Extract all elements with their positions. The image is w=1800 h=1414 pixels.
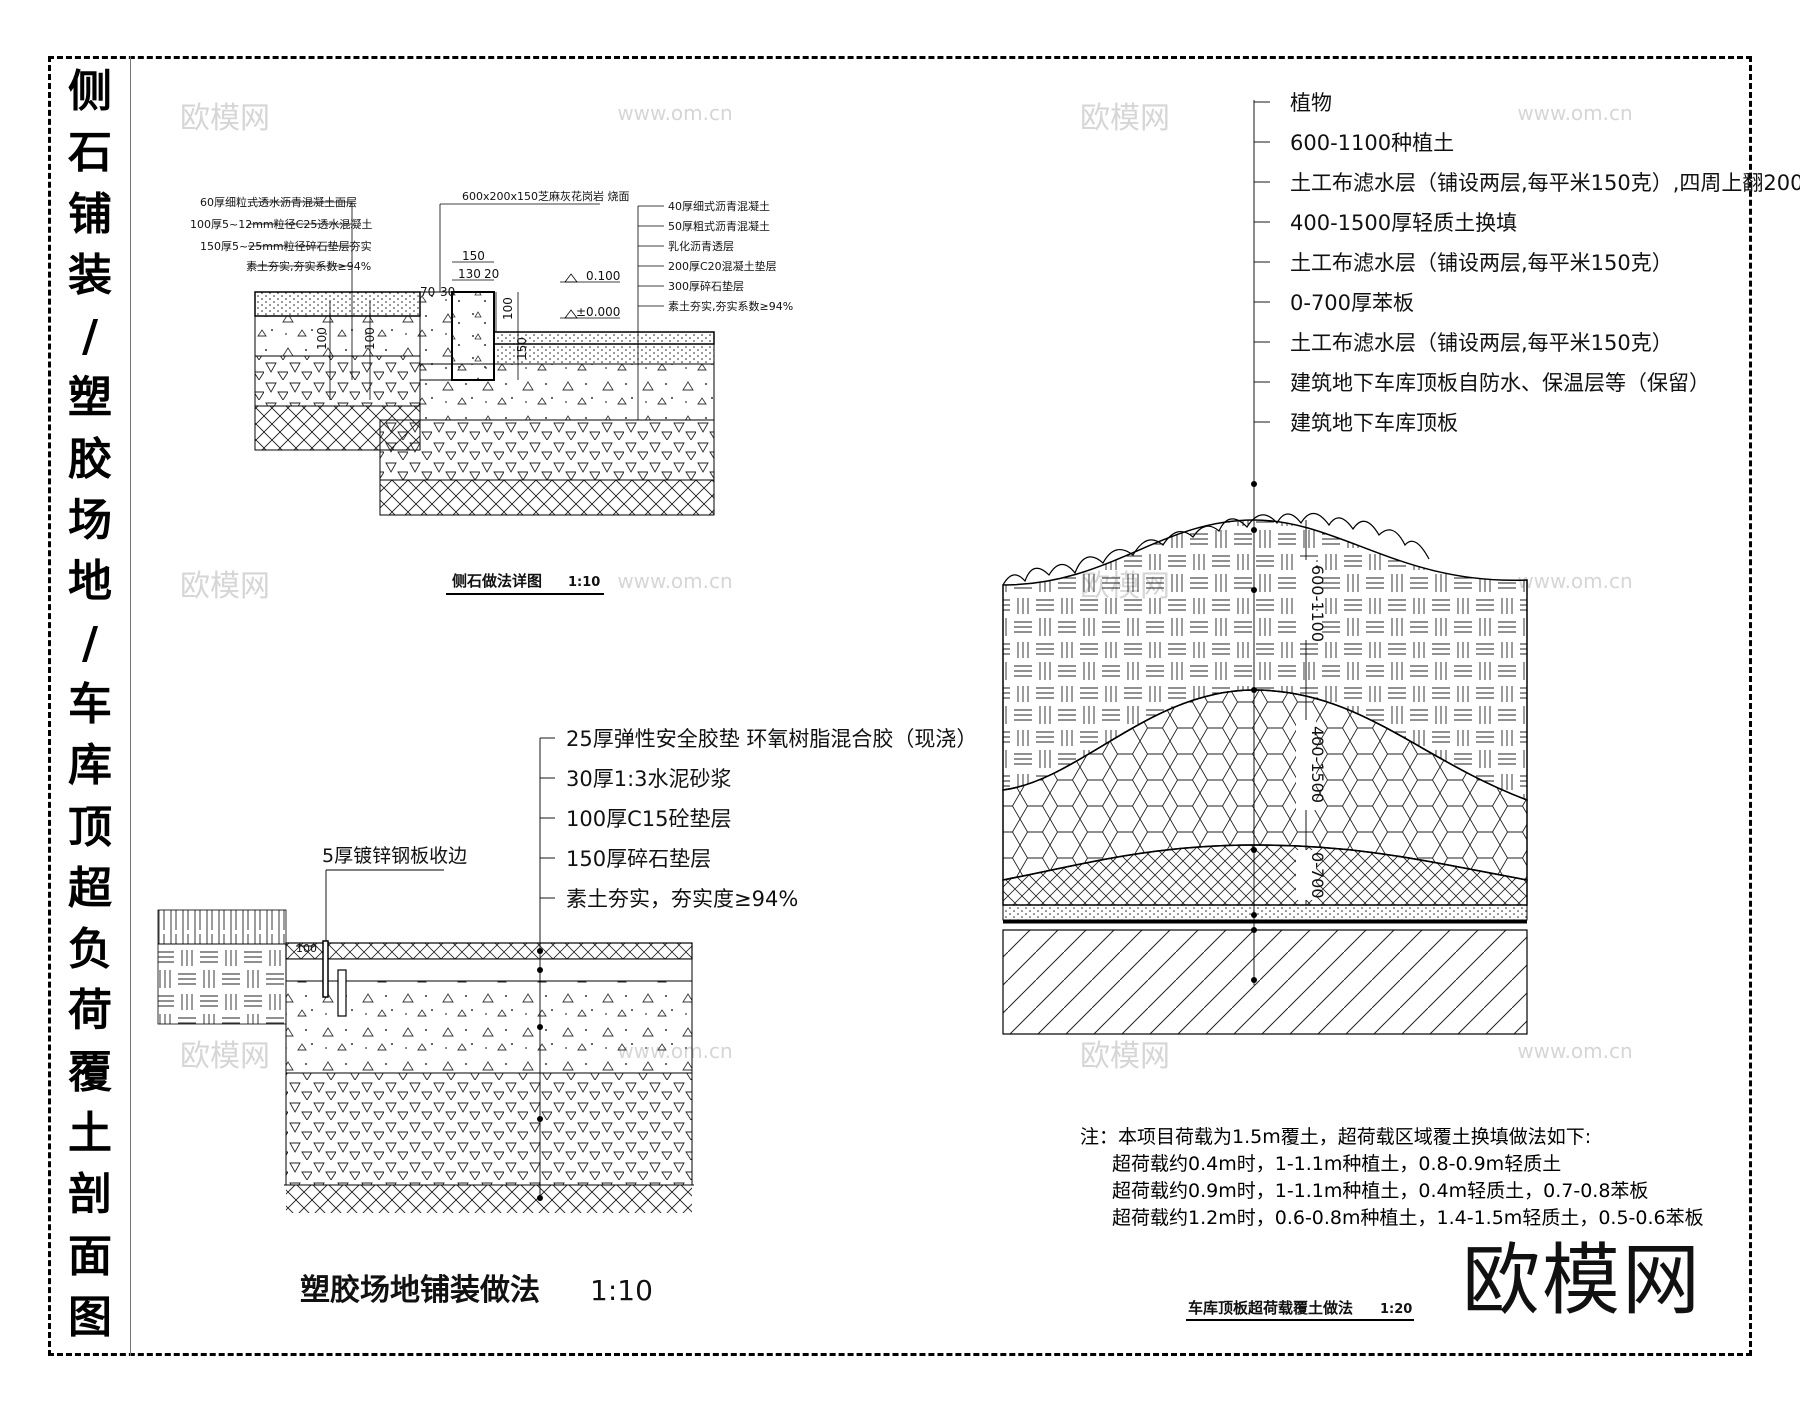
curb-left-layer-4: 素土夯实,夯实系数≥94%: [246, 259, 371, 273]
watermark-url: www.om.cn: [1517, 569, 1632, 593]
sheet-title-char: 超: [68, 862, 112, 914]
curb-dim-150b: 150: [515, 337, 529, 360]
sheet-title: 侧石铺装/塑胶场地/车库顶超负荷覆土剖面图: [50, 70, 130, 1340]
sheet-title-char: 胶: [68, 433, 112, 485]
curb-right-layer-2: 50厚粗式沥青混凝土: [668, 219, 770, 233]
curb-right-layer-6: 素土夯实,夯实系数≥94%: [668, 299, 793, 313]
sheet-title-char: 车: [68, 678, 112, 730]
garage-layer-7: 土工布滤水层（铺设两层,每平米150克）: [1290, 331, 1673, 355]
rubber-layer-2: 30厚1:3水泥砂浆: [566, 767, 732, 791]
note-line-1: 注：本项目荷载为1.5m覆土，超荷载区域覆土换填做法如下:: [1080, 1126, 1592, 1148]
garage-layer-1: 植物: [1290, 91, 1332, 115]
curb-elev-top: 0.100: [586, 269, 620, 283]
sheet-title-char: 塑: [68, 372, 112, 424]
garage-dim-lightweight: 400-1500: [1308, 726, 1327, 803]
rubber-edge-label: 5厚镀锌钢板收边: [322, 845, 467, 867]
garage-roof-detail: 植物 600-1100种植土 土工布滤水层（铺设两层,每平米150克）,四周上翻…: [1002, 91, 1800, 1321]
curb-detail: 60厚细粒式透水沥青混凝土面层 100厚5~12mm粒径C25透水混凝土 150…: [190, 189, 793, 595]
watermark-url: www.om.cn: [1517, 1039, 1632, 1063]
curb-dim-100c: 100: [363, 327, 377, 350]
rubber-court-detail: 25厚弹性安全胶垫 环氧树脂混合胶（现浇） 30厚1:3水泥砂浆 100厚C15…: [157, 727, 977, 1308]
sheet-title-char: 面: [68, 1230, 112, 1282]
rubber-layer-5: 素土夯实，夯实度≥94%: [566, 887, 798, 911]
brand-logo: 欧模网: [1461, 1236, 1702, 1326]
curb-left-layer-3: 150厚5~25mm粒径碎石垫层夯实: [200, 239, 372, 253]
sheet-title-char: 图: [68, 1291, 112, 1343]
sheet-title-char: /: [81, 617, 99, 669]
garage-layer-5: 土工布滤水层（铺设两层,每平米150克）: [1290, 251, 1673, 275]
curb-elev-zero: ±0.000: [576, 305, 620, 319]
curb-right-layer-5: 300厚碎石垫层: [668, 279, 744, 293]
curb-right-layer-3: 乳化沥青透层: [668, 239, 734, 253]
rubber-layer-3: 100厚C15砼垫层: [566, 807, 731, 831]
sheet-title-char: 负: [68, 924, 112, 976]
rubber-court-title: 塑胶场地铺装做法: [300, 1273, 540, 1308]
note-line-4: 超荷载约1.2m时，0.6-0.8m种植土，1.4-1.5m轻质土，0.5-0.…: [1112, 1207, 1704, 1229]
curb-detail-title: 侧石做法详图: [452, 572, 542, 590]
title-column-divider: [130, 56, 131, 1356]
curb-dim-150: 150: [462, 249, 485, 263]
note-line-3: 超荷载约0.9m时，1-1.1m种植土，0.4m轻质土，0.7-0.8苯板: [1112, 1180, 1649, 1202]
curb-dim-30: 30: [440, 285, 455, 299]
curb-left-layer-1: 60厚细粒式透水沥青混凝土面层: [200, 195, 357, 209]
curb-top-label: 600x200x150芝麻灰花岗岩 烧面: [462, 189, 630, 203]
sheet-title-char: /: [81, 311, 99, 363]
garage-layer-9: 建筑地下车库顶板: [1290, 411, 1458, 435]
garage-dim-planting: 600-1100: [1308, 565, 1327, 642]
sheet-title-char: 土: [68, 1108, 112, 1160]
watermark-brand: 欧模网: [1080, 1039, 1170, 1074]
drawing-frame: [48, 56, 1752, 1356]
sheet-title-char: 铺: [68, 188, 112, 240]
watermark-url: www.om.cn: [617, 101, 732, 125]
watermark-url: www.om.cn: [1517, 101, 1632, 125]
sheet-title-char: 场: [68, 495, 112, 547]
sheet-title-char: 覆: [68, 1046, 112, 1098]
sheet-title-char: 地: [68, 556, 112, 608]
sheet-title-char: 石: [68, 127, 112, 179]
rubber-layer-4: 150厚碎石垫层: [566, 847, 711, 871]
garage-roof-title: 车库顶板超荷载覆土做法: [1188, 1299, 1353, 1317]
garage-notes: 注：本项目荷载为1.5m覆土，超荷载区域覆土换填做法如下: 超荷载约0.4m时，…: [1080, 1124, 1704, 1232]
watermark-brand: 欧模网: [1080, 101, 1170, 136]
watermark-brand: 欧模网: [180, 101, 270, 136]
watermark-url: www.om.cn: [617, 569, 732, 593]
sheet-title-char: 库: [68, 740, 112, 792]
curb-right-layer-1: 40厚细式沥青混凝土: [668, 199, 770, 213]
curb-dim-130: 130: [458, 267, 481, 281]
curb-dim-100a: 100: [501, 297, 515, 320]
sheet-title-char: 剖: [68, 1169, 112, 1221]
sheet-title-char: 侧: [68, 66, 112, 117]
sheet-title-char: 顶: [68, 801, 112, 853]
rubber-dim-100: 100: [296, 942, 317, 955]
garage-dim-eps: 0-700: [1308, 852, 1327, 899]
curb-right-layer-4: 200厚C20混凝土垫层: [668, 259, 777, 273]
curb-detail-scale: 1:10: [568, 575, 600, 590]
note-line-2: 超荷载约0.4m时，1-1.1m种植土，0.8-0.9m轻质土: [1112, 1153, 1562, 1175]
garage-layer-3: 土工布滤水层（铺设两层,每平米150克）,四周上翻200: [1290, 171, 1800, 195]
watermark-brand: 欧模网: [180, 569, 270, 604]
garage-roof-scale: 1:20: [1380, 1302, 1412, 1317]
garage-layer-4: 400-1500厚轻质土换填: [1290, 211, 1517, 235]
garage-layer-2: 600-1100种植土: [1290, 131, 1454, 155]
curb-dim-100b: 100: [315, 327, 329, 350]
sheet-title-char: 荷: [68, 985, 112, 1037]
curb-left-layer-2: 100厚5~12mm粒径C25透水混凝土: [190, 217, 372, 231]
sheet-title-char: 装: [68, 249, 112, 301]
rubber-layer-1: 25厚弹性安全胶垫 环氧树脂混合胶（现浇）: [566, 727, 977, 751]
rubber-court-scale: 1:10: [590, 1274, 653, 1307]
watermark-layer: 欧模网欧模网www.om.cnwww.om.cn欧模网欧模网www.om.cnw…: [180, 101, 1633, 1074]
garage-layer-8: 建筑地下车库顶板自防水、保温层等（保留）: [1290, 371, 1710, 395]
curb-dim-70: 70: [420, 285, 435, 299]
watermark-brand: 欧模网: [180, 1039, 270, 1074]
garage-layer-6: 0-700厚苯板: [1290, 291, 1414, 315]
curb-dim-20: 20: [484, 267, 499, 281]
